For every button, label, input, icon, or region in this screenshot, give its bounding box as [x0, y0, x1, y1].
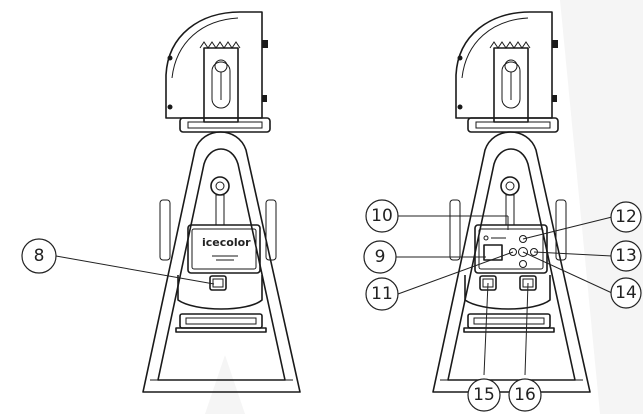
callout-14: 14 [610, 277, 642, 309]
svg-text:8: 8 [34, 246, 45, 266]
callout-11: 11 [365, 277, 399, 311]
svg-text:15: 15 [473, 385, 495, 405]
background-watermark [205, 0, 643, 414]
svg-text:11: 11 [371, 284, 393, 304]
svg-text:13: 13 [615, 246, 637, 266]
svg-text:16: 16 [514, 385, 536, 405]
svg-text:10: 10 [371, 206, 393, 226]
callout-9: 9 [363, 240, 397, 274]
leader-lines [55, 215, 613, 376]
machine-front-view-right [432, 11, 591, 393]
callout-8: 8 [21, 238, 57, 274]
svg-text:9: 9 [375, 247, 386, 267]
machine-front-view-left: icecolor [142, 11, 301, 393]
callout-15: 15 [467, 378, 501, 412]
svg-text:12: 12 [615, 207, 637, 227]
callout-12: 12 [610, 201, 642, 233]
svg-text:14: 14 [615, 283, 637, 303]
brand-label: icecolor [202, 236, 251, 249]
callout-10: 10 [365, 199, 399, 233]
callout-13: 13 [610, 240, 642, 272]
callout-16: 16 [508, 378, 542, 412]
